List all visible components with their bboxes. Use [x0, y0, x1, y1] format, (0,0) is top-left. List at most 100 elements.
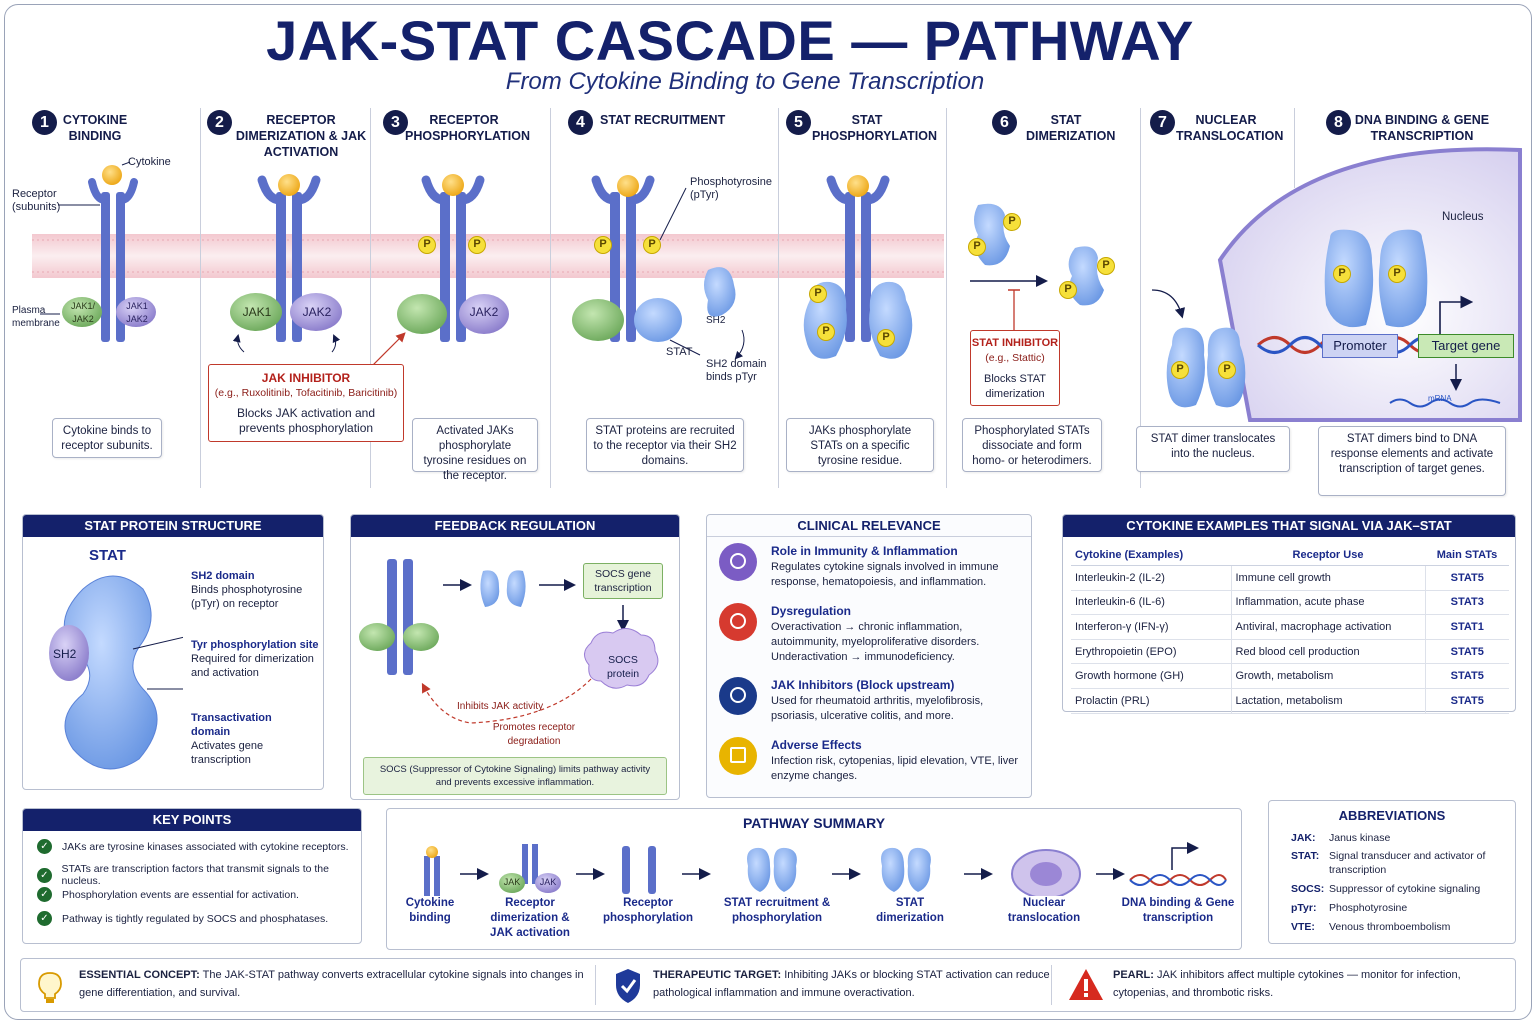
abbreviation-term: JAK: — [1291, 832, 1316, 844]
page-frame — [4, 4, 1532, 1020]
essential-concept-body: The JAK-STAT pathway converts extracellu… — [79, 969, 584, 999]
jak-inhibitor-desc: Blocks JAK activation and prevents phosp… — [236, 406, 376, 435]
table-cell: STAT5 — [1424, 639, 1509, 665]
molecule-icon — [719, 603, 757, 641]
sh2-label: SH2 — [706, 315, 726, 326]
sh2-binds-label: SH2 domain binds pTyr — [706, 358, 767, 383]
jak-inhibitor-title: JAK INHIBITOR — [261, 371, 351, 385]
step3-receptor — [369, 174, 509, 369]
stat-structure-item-3: Transactivation domain Activates gene tr… — [191, 711, 301, 767]
key-point-item: ✓Phosphorylation events are essential fo… — [37, 887, 299, 902]
pill-bottle-icon — [719, 677, 757, 715]
step-divider — [200, 108, 201, 488]
clinical-item-body: Overactivation → chronic inflammation, a… — [771, 621, 980, 663]
phospho-marker: P — [1171, 361, 1189, 379]
stat-structure-item-body: Required for dimerization and activation — [191, 653, 314, 679]
check-icon: ✓ — [37, 911, 52, 926]
step-6-title: STAT DIMERIZATION — [1026, 113, 1116, 143]
phospho-marker: P — [468, 236, 486, 254]
step-divider — [778, 108, 779, 488]
summary-step: Nuclear translocation — [1007, 897, 1081, 924]
cytokine-table-panel: CYTOKINE EXAMPLES THAT SIGNAL VIA JAK–ST… — [1062, 514, 1516, 714]
step-8: 8 DNA BINDING & GENE TRANSCRIPTION — [1326, 108, 1516, 488]
stat-structure-item-1: SH2 domain Binds phosphotyrosine (pTyr) … — [191, 569, 319, 611]
step-4: 4 STAT RECRUITMENT — [568, 108, 778, 488]
phosphotyrosine-label: Phosphotyrosine (pTyr) — [690, 176, 772, 201]
table-cell: Interferon-γ (IFN-γ) — [1071, 614, 1231, 640]
phospho-marker: P — [643, 236, 661, 254]
phospho-marker: P — [817, 323, 835, 341]
stat-structure-item-head: Tyr phosphorylation site — [191, 639, 319, 651]
key-points-panel: KEY POINTS ✓JAKs are tyrosine kinases as… — [22, 808, 362, 944]
stat-inhibitor-desc: Blocks STAT dimerization — [984, 373, 1046, 400]
step-divider — [1140, 108, 1141, 488]
table-cell: STAT5 — [1424, 688, 1509, 714]
receptor-label: Receptor (subunits) — [12, 188, 61, 213]
table-cell: Interleukin-2 (IL-2) — [1071, 565, 1231, 591]
jak2-label: JAK2 — [469, 305, 499, 319]
inhibits-jak-label: Inhibits JAK activity — [457, 701, 544, 712]
pathway-summary-title: PATHWAY SUMMARY — [742, 815, 886, 831]
step-5-number: 5 — [786, 110, 811, 135]
abbreviation-term: pTyr: — [1291, 902, 1317, 914]
jak2-label: JAK2 — [302, 305, 332, 319]
phospho-marker: P — [968, 238, 986, 256]
cytokine-table: Cytokine (Examples) Receptor Use Main ST… — [1071, 545, 1509, 714]
jak1-jak2-label: JAK1/ JAK2 — [70, 301, 95, 324]
table-cell: Inflammation, acute phase — [1230, 590, 1425, 616]
column-header: Receptor Use — [1231, 545, 1425, 566]
table-cell: Interleukin-6 (IL-6) — [1071, 590, 1231, 616]
key-point-item: ✓STATs are transcription factors that tr… — [37, 863, 361, 887]
table-cell: Lactation, metabolism — [1230, 688, 1425, 714]
pathway-summary-illustration — [424, 842, 1227, 896]
feedback-panel: FEEDBACK REGULATION SOCS gene transcript… — [350, 514, 680, 800]
step-divider — [550, 108, 551, 488]
clinical-item-body: Used for rheumatoid arthritis, myelofibr… — [771, 695, 984, 722]
phospho-marker: P — [877, 329, 895, 347]
table-cell: Immune cell growth — [1230, 565, 1425, 591]
mrna-label: mRNA — [1428, 394, 1452, 403]
abbreviation-term: VTE: — [1291, 921, 1315, 933]
step-3-number: 3 — [383, 110, 408, 135]
table-cell: Red blood cell production — [1230, 639, 1425, 665]
bottom-bar: ESSENTIAL CONCEPT: The JAK-STAT pathway … — [20, 958, 1516, 1012]
step-3: 3 RECEPTOR PHOSPHORYLATION — [383, 108, 548, 488]
clinical-item-body: Regulates cytokine signals involved in i… — [771, 561, 999, 588]
key-points-title: KEY POINTS — [23, 809, 361, 831]
phospho-marker: P — [809, 285, 827, 303]
pearl-head: PEARL: — [1113, 969, 1154, 981]
column-header: Cytokine (Examples) — [1071, 545, 1231, 566]
sh2-domain-label: SH2 — [53, 647, 77, 661]
step-5-description: JAKs phosphorylate STATs on a specific t… — [786, 418, 934, 472]
stat-protein-label: STAT — [89, 547, 126, 564]
page-subtitle: From Cytokine Binding to Gene Transcript… — [505, 68, 985, 95]
table-row: Erythropoietin (EPO)Red blood cell produ… — [1071, 639, 1509, 665]
clinical-panel: CLINICAL RELEVANCE Role in Immunity & In… — [706, 514, 1032, 798]
step-6: 6 STAT DIMERIZATION — [992, 108, 1137, 488]
abbreviation-term: SOCS: — [1291, 883, 1325, 895]
step-4-title: STAT RECRUITMENT — [600, 113, 726, 127]
key-point-text: JAKs are tyrosine kinases associated wit… — [62, 840, 349, 853]
jak-inhibitor-examples: (e.g., Ruxolitinib, Tofacitinib, Baricit… — [214, 387, 398, 399]
summary-jak-label: JAK — [503, 877, 521, 887]
step-8-number: 8 — [1326, 110, 1351, 135]
essential-concept: ESSENTIAL CONCEPT: The JAK-STAT pathway … — [79, 966, 594, 1002]
stat-label: STAT — [666, 346, 693, 358]
phospho-marker: P — [418, 236, 436, 254]
table-row: Interferon-γ (IFN-γ)Antiviral, macrophag… — [1071, 614, 1509, 640]
therapeutic-target-body: Inhibiting JAKs or blocking STAT activat… — [653, 969, 1050, 999]
socs-gene-box: SOCS gene transcription — [583, 563, 663, 599]
step-5-title: STAT PHOSPHORYLATION — [812, 113, 938, 143]
step-3-title: RECEPTOR PHOSPHORYLATION — [405, 113, 531, 143]
jak1-label: JAK1 — [242, 305, 272, 319]
jak1-jak2-label: JAK1 JAK2 — [126, 301, 148, 324]
table-cell: Erythropoietin (EPO) — [1071, 639, 1231, 665]
key-point-item: ✓JAKs are tyrosine kinases associated wi… — [37, 839, 349, 854]
key-point-text: STATs are transcription factors that tra… — [61, 863, 329, 887]
step-6-number: 6 — [992, 110, 1017, 135]
nucleus-label: Nucleus — [1442, 211, 1484, 223]
summary-jak-label: JAK — [539, 877, 557, 887]
warning-icon — [1069, 969, 1103, 1000]
clinical-item-head: Dysregulation — [771, 604, 852, 618]
feedback-note: SOCS (Suppressor of Cytokine Signaling) … — [363, 757, 667, 795]
